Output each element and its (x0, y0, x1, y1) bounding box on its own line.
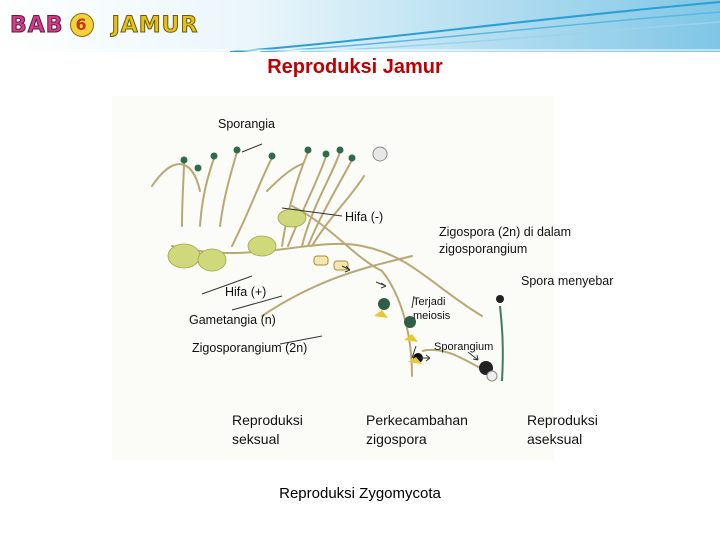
header-banner: BAB 6 JAMUR (0, 0, 720, 52)
label-zigospora-line1: Zigospora (2n) di dalam (439, 224, 571, 240)
label-terjadi-line1: Terjadi (413, 296, 445, 309)
label-sporangium: Sporangium (434, 341, 493, 354)
label-sporangia: Sporangia (218, 116, 275, 132)
label-reproduksi-aseksual-line2: aseksual (527, 430, 582, 449)
label-zigospora-line2: zigosporangium (439, 241, 527, 257)
diagram-panel: Sporangia Hifa (-) Zigospora (2n) di dal… (112, 96, 554, 460)
label-spora-menyebar: Spora menyebar (521, 273, 613, 289)
label-reproduksi-seksual-line1: Reproduksi (232, 411, 303, 430)
chapter-heading: BAB 6 JAMUR (10, 10, 199, 40)
label-reproduksi-aseksual-line1: Reproduksi (527, 411, 598, 430)
label-hifa-minus: Hifa (-) (345, 209, 383, 225)
label-perkecambahan-line1: Perkecambahan (366, 411, 468, 430)
diagram-caption: Reproduksi Zygomycota (0, 485, 720, 502)
zygomycota-illustration (112, 96, 554, 460)
label-hifa-plus: Hifa (+) (225, 284, 266, 300)
chapter-word: BAB (10, 13, 64, 38)
label-reproduksi-seksual-line2: seksual (232, 430, 279, 449)
chapter-number: 6 (70, 13, 94, 37)
label-zigosporangium: Zigosporangium (2n) (192, 340, 307, 356)
chapter-topic: JAMUR (112, 13, 199, 38)
label-gametangia: Gametangia (n) (189, 312, 276, 328)
label-perkecambahan-line2: zigospora (366, 430, 427, 449)
page-title: Reproduksi Jamur (0, 56, 710, 79)
label-terjadi-line2: meiosis (413, 310, 450, 323)
